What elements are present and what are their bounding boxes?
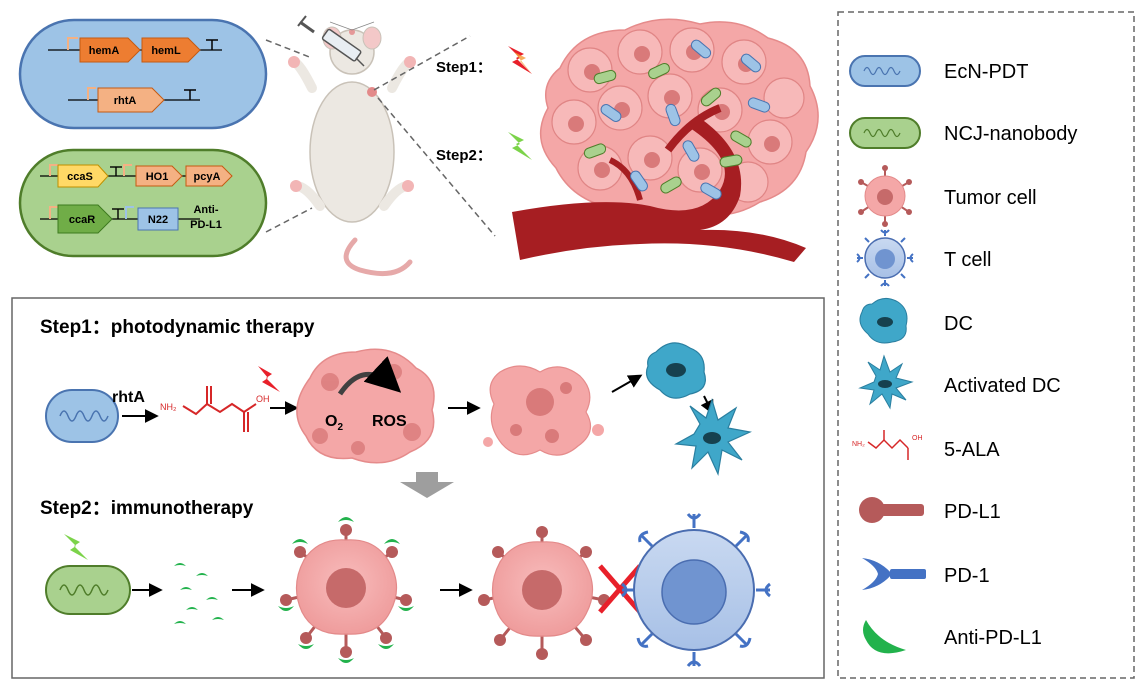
legend-item-anti-pdl1: Anti-PD-L1: [863, 620, 1042, 654]
legend-label-pd1: PD-1: [944, 565, 990, 587]
step1-title: Step1：photodynamic therapy: [40, 317, 315, 338]
gene-pcya: [185, 165, 233, 187]
process-panel: [11, 297, 825, 679]
legend-item-ala: NH₂ OH 5-ALA: [852, 430, 1000, 461]
legend-label-dc: DC: [944, 313, 973, 335]
activated-dc-cell: [674, 398, 752, 477]
gene-ccas: [57, 164, 109, 188]
legend-item-activated-dc: Activated DC: [858, 354, 1061, 410]
gene-label-pcya: pcyA: [194, 171, 221, 183]
legend-label-anti-pdl1: Anti-PD-L1: [944, 627, 1042, 649]
free-nanobodies: [174, 563, 224, 624]
top-step2-label: Step2：: [436, 147, 492, 164]
fragmented-tumor: [483, 365, 604, 456]
gene-heml: [141, 37, 201, 63]
legend-label-activated-dc: Activated DC: [944, 375, 1061, 397]
red-light-icon-step1: [258, 366, 280, 392]
gene-hema: [79, 37, 141, 63]
t-cell: [621, 513, 771, 667]
ros-label: ROS: [372, 413, 407, 430]
gene-rhta: [97, 87, 165, 113]
legend-box: [837, 11, 1135, 679]
dc-icon: [859, 298, 908, 344]
gene-label-n22: N22: [148, 214, 168, 226]
legend-label-ala: 5-ALA: [944, 439, 1000, 461]
green-light-icon: [508, 132, 532, 160]
tumor-cell-blocked: [278, 517, 414, 663]
transition-arrow: [400, 472, 454, 498]
legend-label-pdl1: PD-L1: [944, 501, 1001, 523]
tumor-cell-icon: [858, 165, 912, 227]
tumor-mass: [512, 18, 819, 262]
gene-label-ho1: HO1: [146, 171, 169, 183]
ncj-bacterium-icon: [849, 117, 921, 149]
pdl1-icon: [859, 497, 924, 523]
legend-item-pdl1: PD-L1: [859, 497, 1001, 523]
ecn-bacterium-step1: [45, 389, 119, 443]
ncj-bacterium-step2: [45, 565, 131, 615]
anti-pdl1-gene-label-2: PD-L1: [190, 219, 222, 231]
top-step1-label: Step1：: [436, 59, 492, 76]
legend-item-ncj: NCJ-nanobody: [849, 117, 1077, 149]
legend-ala-nh2: NH₂: [852, 441, 865, 448]
legend-item-ecn: EcN-PDT: [849, 55, 1028, 87]
t-cell-icon: [856, 229, 914, 287]
blocked-cross: [598, 564, 642, 614]
o2-label: O2: [325, 413, 343, 433]
syringe-icon: [297, 15, 365, 67]
anti-pdl1-icon: [863, 620, 906, 654]
gene-ccar: [57, 204, 113, 234]
ecn-pdt-construct: hemA hemL rhtA: [18, 18, 268, 130]
legend-item-pd1: PD-1: [862, 558, 990, 590]
step2-title: Step2：immunotherapy: [40, 498, 254, 519]
gene-label-rhta: rhtA: [114, 95, 137, 107]
legend-label-tumor: Tumor cell: [944, 187, 1037, 209]
gene-n22: [137, 207, 179, 231]
green-light-icon-step2: [64, 534, 88, 560]
dc-cell: [645, 342, 706, 399]
gene-label-ccas: ccaS: [67, 171, 93, 183]
gene-label-ccar: ccaR: [69, 214, 95, 226]
ala-molecule-icon: NH₂ OH: [852, 430, 923, 460]
rhta-label: rhtA: [112, 389, 145, 406]
legend-item-tumor: Tumor cell: [858, 165, 1037, 227]
legend-item-tcell: T cell: [856, 229, 991, 287]
gene-ho1: [135, 165, 183, 187]
ncj-nanobody-construct: ccaS HO1 pcyA ccaR N22 Anti- PD-L1: [18, 148, 268, 258]
ala-oh: OH: [256, 394, 270, 404]
ecn-bacterium-icon: [849, 55, 921, 87]
activated-dc-icon: [858, 354, 914, 410]
gene-label-hema: hemA: [89, 45, 120, 57]
mouse-illustration: [288, 15, 416, 277]
red-light-icon: [508, 46, 532, 74]
legend-label-ncj: NCJ-nanobody: [944, 123, 1077, 145]
legend-label-tcell: T cell: [944, 249, 991, 271]
anti-pdl1-gene-label-1: Anti-: [193, 204, 218, 216]
legend-label-ecn: EcN-PDT: [944, 61, 1028, 83]
ala-molecule: NH₂ OH: [160, 386, 270, 432]
gene-label-heml: hemL: [151, 45, 181, 57]
legend-ala-oh: OH: [912, 435, 923, 442]
tumor-cell-pdl1: [478, 526, 610, 660]
legend-item-dc: DC: [859, 298, 973, 344]
ala-nh2: NH₂: [160, 402, 177, 412]
tumor-cluster-pdt: O2 ROS: [296, 348, 435, 464]
pd1-icon: [862, 558, 926, 590]
